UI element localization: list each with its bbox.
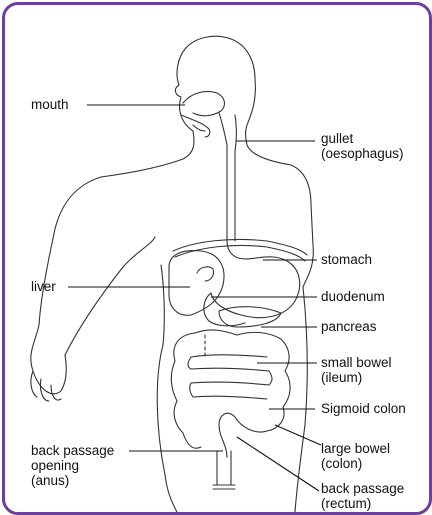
label-duodenum: duodenum bbox=[321, 289, 385, 304]
body-outline bbox=[65, 237, 155, 355]
body-outline bbox=[175, 36, 313, 287]
label-stomach: stomach bbox=[321, 252, 372, 267]
label-gullet: gullet (oesophagus) bbox=[321, 131, 404, 161]
mouth-outline bbox=[181, 115, 210, 137]
liver-outline bbox=[197, 267, 214, 281]
anus-outline bbox=[213, 485, 235, 489]
leader-line-large-bowel bbox=[275, 425, 321, 445]
rectum-outline bbox=[217, 451, 231, 485]
label-mouth: mouth bbox=[31, 97, 69, 112]
body-outline bbox=[295, 287, 307, 512]
label-small-bowel: small bowel (ileum) bbox=[321, 355, 392, 385]
small-bowel-outline bbox=[191, 355, 269, 399]
large-bowel-outline bbox=[171, 333, 201, 448]
gullet-outline bbox=[219, 113, 227, 241]
label-large-bowel: large bowel (colon) bbox=[321, 441, 390, 471]
gullet-outline bbox=[235, 115, 237, 241]
label-sigmoid-colon: Sigmoid colon bbox=[321, 401, 406, 416]
body-outline bbox=[31, 371, 61, 401]
label-back-passage-opening: back passage opening (anus) bbox=[31, 443, 114, 488]
large-bowel-outline bbox=[195, 330, 290, 431]
label-back-passage-rectum: back passage (rectum) bbox=[321, 481, 404, 511]
sigmoid-outline bbox=[219, 413, 267, 457]
leader-line-rectum bbox=[237, 437, 319, 491]
label-liver: liver bbox=[31, 279, 56, 294]
mouth-outline bbox=[183, 91, 224, 115]
mouth-outline bbox=[193, 125, 205, 131]
diaphragm-outline bbox=[173, 239, 307, 255]
label-pancreas: pancreas bbox=[321, 319, 377, 334]
body-outline bbox=[157, 265, 177, 512]
liver-outline bbox=[169, 251, 224, 316]
